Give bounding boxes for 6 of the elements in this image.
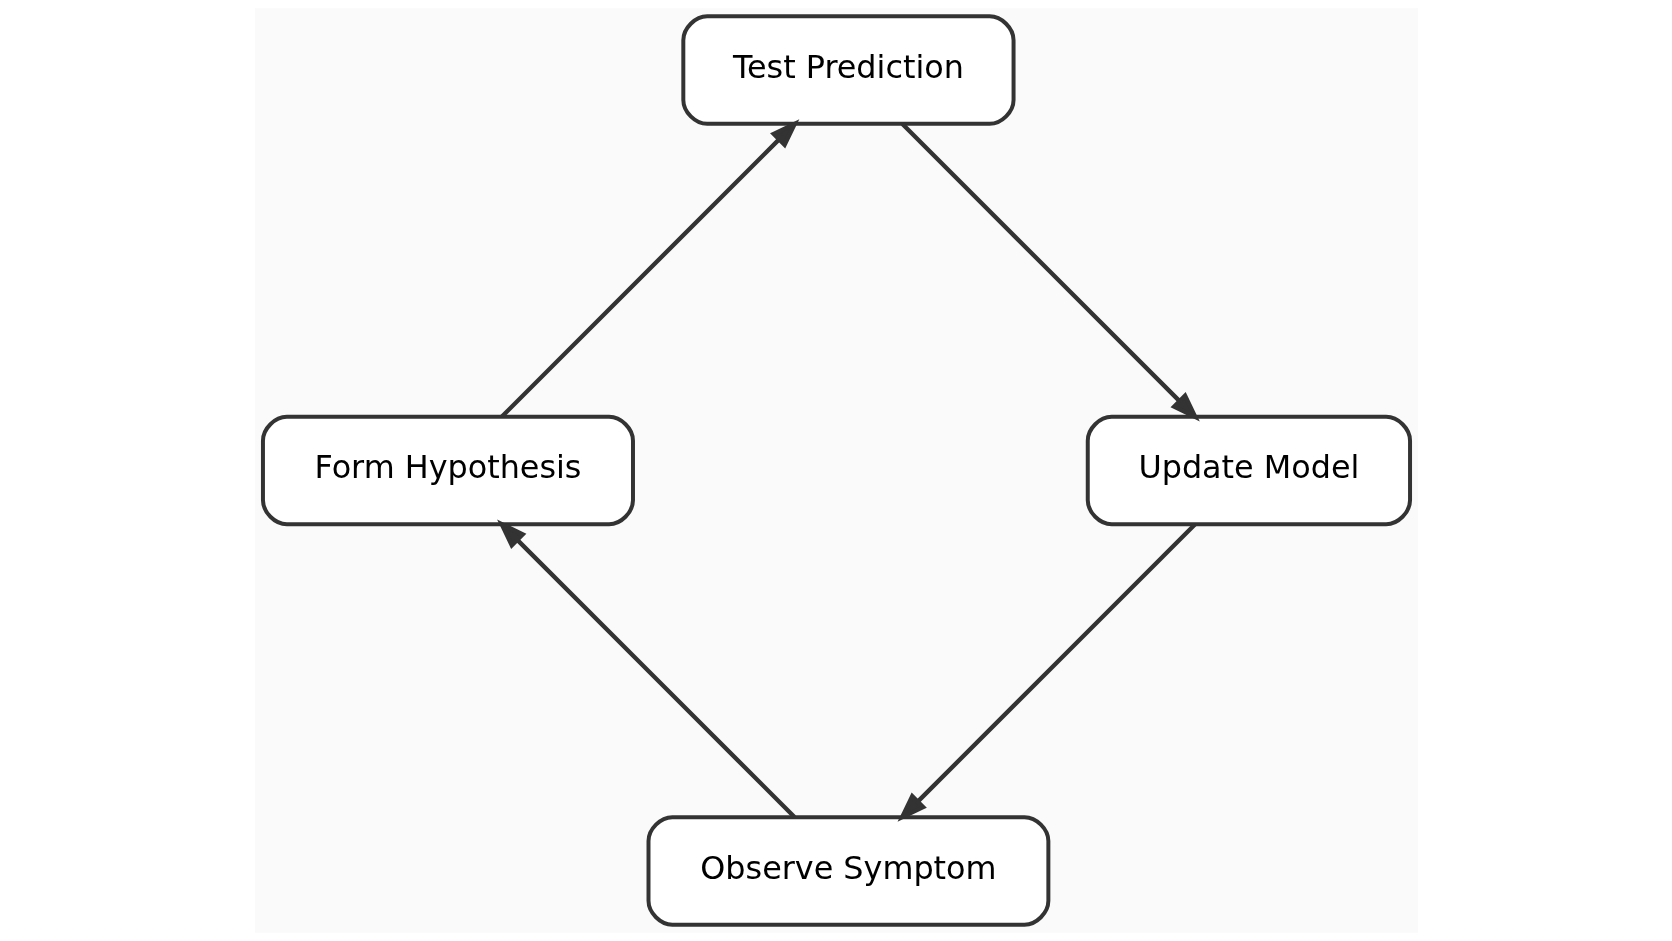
arrow [496,519,796,819]
node-box: Observe Symptom [646,815,1050,927]
node-box: Form Hypothesis [260,414,635,527]
arrow [900,122,1200,422]
node-box: Test Prediction [680,14,1016,126]
node-box: Update Model [1085,414,1412,527]
